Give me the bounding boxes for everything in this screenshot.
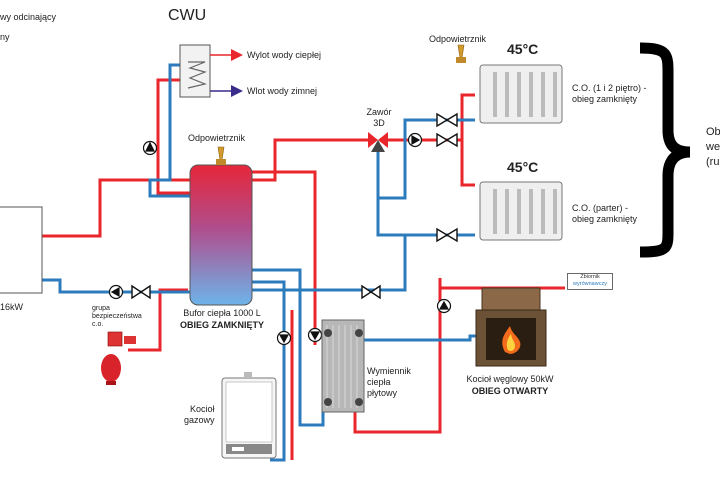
cold-water-in-label: Wlot wody zimnej [247, 86, 318, 96]
safety-group-icon [107, 331, 136, 347]
top-left-label-1: wy odcinający [0, 12, 57, 22]
safety-group-label: grupa bezpieczeństwa c.o. [92, 305, 142, 328]
buffer-circuit: OBIEG ZAMKNIĘTY [179, 320, 264, 330]
pipe-cwu-supply [156, 78, 190, 195]
buffer-tank [189, 164, 253, 306]
valve-icon [361, 284, 381, 300]
expansion-vessel-icon [101, 354, 121, 385]
valve-3d-icon [368, 132, 388, 152]
pipe-valve-to-rads-2 [460, 140, 475, 187]
pump-icon [142, 140, 158, 156]
pipe-gas-return [252, 280, 286, 462]
valve-icon [131, 284, 151, 300]
radiator-bottom [479, 181, 563, 241]
hot-water-out-label: Wylot wody ciepłej [247, 50, 321, 60]
expansion-tank: Zbiornik wyrównawczy [567, 273, 613, 290]
top-left-label-2: ny [0, 32, 10, 42]
pipe-hx-to-coal [358, 334, 482, 345]
pipe-left-boiler-return [42, 278, 190, 294]
pipe-buffer-to-hx [252, 170, 317, 345]
pipe-rads-return [376, 118, 475, 200]
pipe-coal-to-hx [353, 278, 442, 434]
pump-icon [108, 284, 124, 300]
valve-icon [436, 112, 458, 128]
radiator-top-desc: C.O. (1 i 2 piętro) - obieg zamknięty [572, 83, 647, 104]
valve-3d-label: Zawór 3D [366, 107, 392, 128]
pump-icon [407, 132, 423, 148]
vent-buffer-label: Odpowietrznik [188, 133, 246, 143]
pipe-hx-loop [252, 268, 325, 427]
pipe-buffer-bottom [252, 235, 407, 292]
cwu-label: CWU [168, 7, 207, 24]
pipe-valve-to-rads [388, 93, 475, 142]
vent-top-label: Odpowietrznik [429, 34, 487, 44]
left-boiler-power: 16kW [0, 302, 24, 312]
expansion-tank-line-2: wyrównawczy [573, 281, 607, 287]
coal-boiler [475, 287, 547, 367]
radiator-top-temp: 45°C [507, 41, 539, 57]
pipe-left-boiler-hot [42, 178, 190, 238]
radiator-top [479, 64, 563, 124]
radiator-bottom-desc: C.O. (parter) - obieg zamknięty [572, 203, 638, 224]
vent-top-icon [456, 44, 466, 63]
buffer-title: Bufor ciepła 1000 L [183, 308, 261, 318]
valve-icon [436, 132, 458, 148]
coal-boiler-label: Kocioł węglowy 50kW [466, 374, 554, 384]
pipe-cwu-return [148, 63, 190, 198]
pipe-expansion [438, 280, 565, 290]
left-boiler [0, 206, 43, 294]
plate-hx-label: Wymiennik ciepła płytowy [367, 366, 411, 398]
gas-boiler [221, 372, 277, 459]
pipe-safety [128, 288, 188, 352]
radiator-bottom-temp: 45°C [507, 159, 539, 175]
expansion-tank-line-1: Zbiornik [580, 274, 600, 280]
valve-icon [436, 227, 458, 243]
plate-heat-exchanger [321, 319, 365, 413]
vent-buffer-icon [216, 146, 226, 165]
pipe-buffer-to-valve [252, 138, 370, 182]
hot-pipes [42, 78, 565, 460]
pump-icon [307, 327, 323, 343]
pipe-rads-return-2 [376, 198, 475, 237]
pump-icon [436, 298, 452, 314]
brace-icon [639, 42, 691, 258]
coal-circuit-label: OBIEG OTWARTY [471, 386, 549, 396]
right-edge-text: Ob we (ru [706, 126, 720, 168]
cwu-tank [179, 44, 211, 98]
gas-boiler-label: Kocioł gazowy [184, 404, 215, 425]
pump-icon [276, 330, 292, 346]
